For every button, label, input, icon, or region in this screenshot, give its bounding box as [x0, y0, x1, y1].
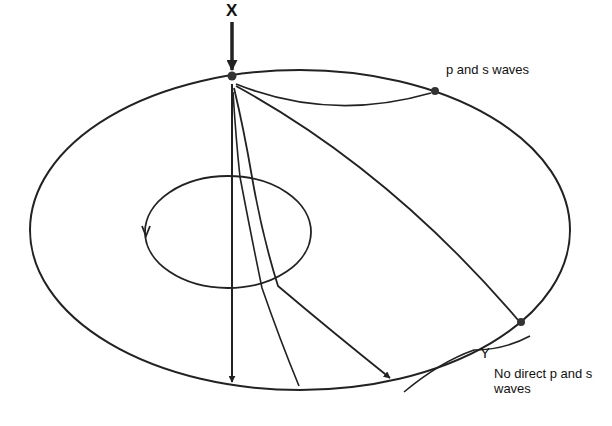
- station-dot: [517, 318, 525, 326]
- source-label: X: [226, 2, 237, 20]
- wave-ray: [231, 84, 233, 382]
- note-label: No direct p and s waves: [494, 366, 594, 396]
- wave-ray: [233, 92, 299, 386]
- source-arrow: [230, 22, 234, 70]
- zone-label: Y: [480, 344, 490, 361]
- station-dot: [431, 87, 439, 95]
- wave-ray: [234, 88, 390, 378]
- focus-dot: [228, 72, 237, 81]
- small-arrowhead: [142, 226, 150, 236]
- core-outline: [145, 176, 311, 288]
- wave-label: p and s waves: [446, 62, 529, 77]
- earth-outline: [30, 70, 570, 390]
